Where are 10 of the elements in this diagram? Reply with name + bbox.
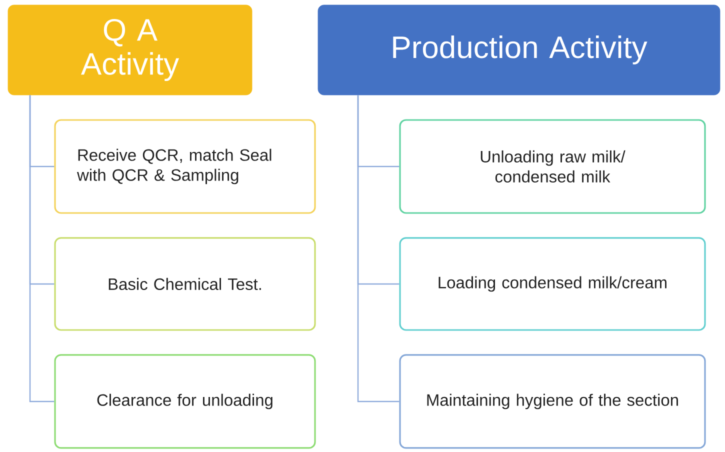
- activity-box: Clearance for unloading: [54, 354, 316, 449]
- activity-box: Unloading raw milk/ condensed milk: [399, 119, 706, 214]
- connector: [29, 95, 54, 402]
- activity-box: Maintaining hygiene of the section: [399, 354, 706, 449]
- activity-box: Loading condensed milk/cream: [399, 237, 706, 331]
- activity-box: Basic Chemical Test.: [54, 237, 316, 331]
- header-box: Production Activity: [318, 4, 720, 96]
- header-box: Q A Activity: [8, 4, 252, 96]
- connector: [357, 95, 400, 402]
- activity-box: Receive QCR, match Seal with QCR & Sampling: [54, 119, 316, 214]
